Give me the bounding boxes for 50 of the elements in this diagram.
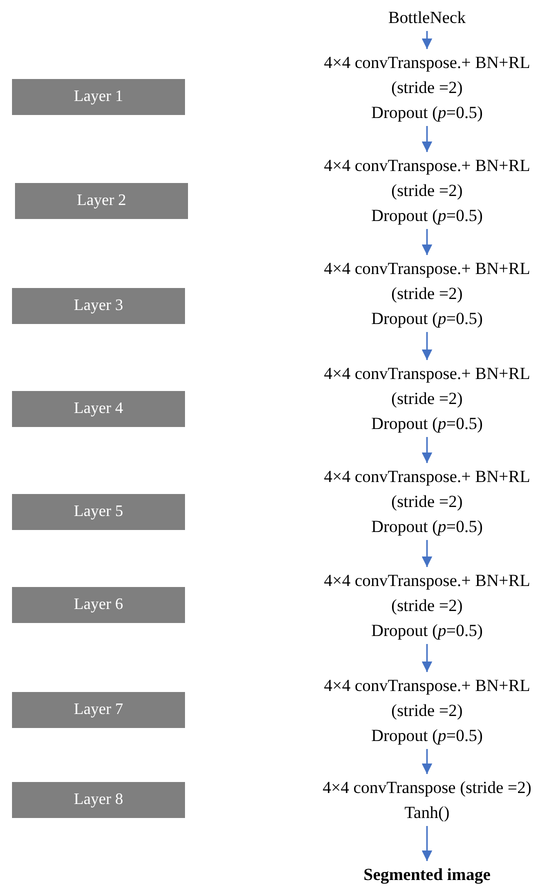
step-text: (stride =2)	[391, 180, 463, 202]
layer-label: Layer 7	[74, 701, 124, 719]
layer-label: Layer 8	[74, 791, 124, 809]
step-text: 4×4 convTranspose.+ BN+RL	[324, 258, 530, 280]
step-text: 4×4 convTranspose.+ BN+RL	[324, 570, 530, 592]
arrow	[422, 229, 432, 255]
step-text: (stride =2)	[391, 283, 463, 305]
step-text: Dropout (p=0.5)	[371, 205, 483, 227]
step-text: Dropout (p=0.5)	[371, 725, 483, 747]
layer-label: Layer 6	[74, 596, 124, 614]
layer-box	[12, 288, 185, 324]
step-text: 4×4 convTranspose.+ BN+RL	[324, 155, 530, 177]
layer-label: Layer 1	[74, 88, 124, 106]
arrow	[422, 826, 432, 861]
step-text: (stride =2)	[391, 388, 463, 410]
arrow	[422, 31, 432, 49]
step-text: BottleNeck	[388, 7, 466, 29]
step-text: Dropout (p=0.5)	[371, 413, 483, 435]
step-text: Tanh()	[404, 802, 450, 824]
layer-box	[12, 79, 185, 115]
step-text: (stride =2)	[391, 595, 463, 617]
step-text: Segmented image	[363, 864, 490, 886]
step-text: (stride =2)	[391, 491, 463, 513]
step-text: Dropout (p=0.5)	[371, 516, 483, 538]
arrow	[422, 332, 432, 360]
arrow	[422, 437, 432, 463]
step-text: (stride =2)	[391, 77, 463, 99]
layer-box	[12, 587, 185, 623]
step-text: (stride =2)	[391, 700, 463, 722]
step-text: 4×4 convTranspose.+ BN+RL	[324, 363, 530, 385]
layer-label: Layer 5	[74, 503, 124, 521]
layer-box	[12, 782, 185, 818]
layer-box	[15, 183, 188, 219]
step-text: 4×4 convTranspose (stride =2)	[322, 777, 532, 799]
step-text: Dropout (p=0.5)	[371, 102, 483, 124]
layer-label: Layer 4	[74, 400, 124, 418]
step-text: Dropout (p=0.5)	[371, 620, 483, 642]
layer-box	[12, 494, 185, 530]
arrow	[422, 540, 432, 567]
layer-box	[12, 692, 185, 728]
arrow	[422, 126, 432, 152]
step-text: 4×4 convTranspose.+ BN+RL	[324, 466, 530, 488]
step-text: Dropout (p=0.5)	[371, 308, 483, 330]
layer-label: Layer 2	[76, 192, 126, 210]
step-text: 4×4 convTranspose.+ BN+RL	[324, 675, 530, 697]
layer-box	[12, 391, 185, 427]
arrow	[422, 749, 432, 774]
layer-label: Layer 3	[74, 297, 124, 315]
arrow	[422, 644, 432, 672]
step-text: 4×4 convTranspose.+ BN+RL	[324, 52, 530, 74]
